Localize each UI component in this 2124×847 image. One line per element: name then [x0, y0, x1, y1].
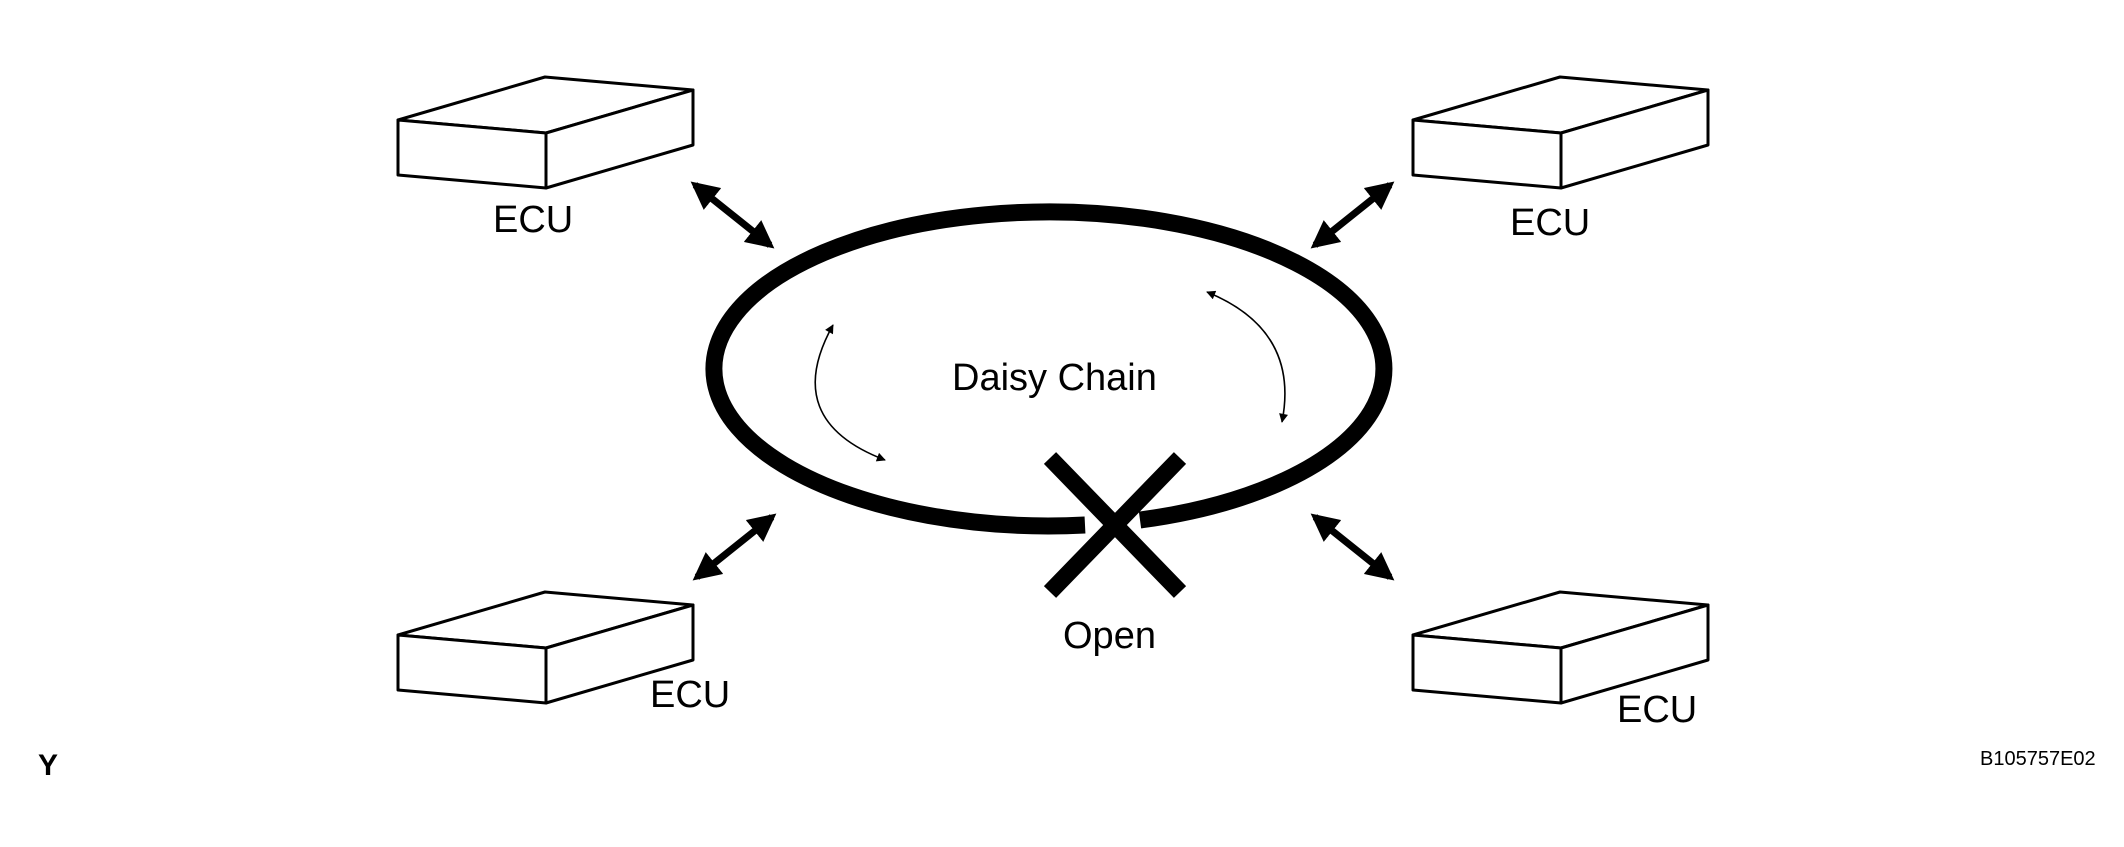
top-left-connection-arrow [690, 181, 775, 249]
ecu-box-top-right [1411, 75, 1710, 190]
bottom-right-connection-arrow [1310, 513, 1395, 581]
corner-mark: Y [38, 749, 58, 782]
daisy-chain-ring [705, 203, 1393, 535]
ecu-box-bottom-right [1411, 590, 1710, 705]
top-right-connection-arrow [1310, 181, 1395, 249]
ecu-label-top-right: ECU [1510, 202, 1590, 244]
left-circulation-arrow [814, 324, 886, 462]
figure-code: B105757E02 [1980, 748, 2096, 770]
diagram-title: Daisy Chain [952, 357, 1157, 399]
open-label: Open [1063, 615, 1156, 657]
open-break-mark [1043, 452, 1187, 598]
bottom-left-connection-arrow [692, 513, 777, 581]
ecu-label-bottom-right: ECU [1617, 689, 1697, 731]
ecu-label-bottom-left: ECU [650, 674, 730, 716]
ecu-label-top-left: ECU [493, 199, 573, 241]
ecu-box-bottom-left [396, 590, 695, 705]
ecu-box-top-left [396, 75, 695, 190]
right-circulation-arrow [1206, 290, 1288, 423]
